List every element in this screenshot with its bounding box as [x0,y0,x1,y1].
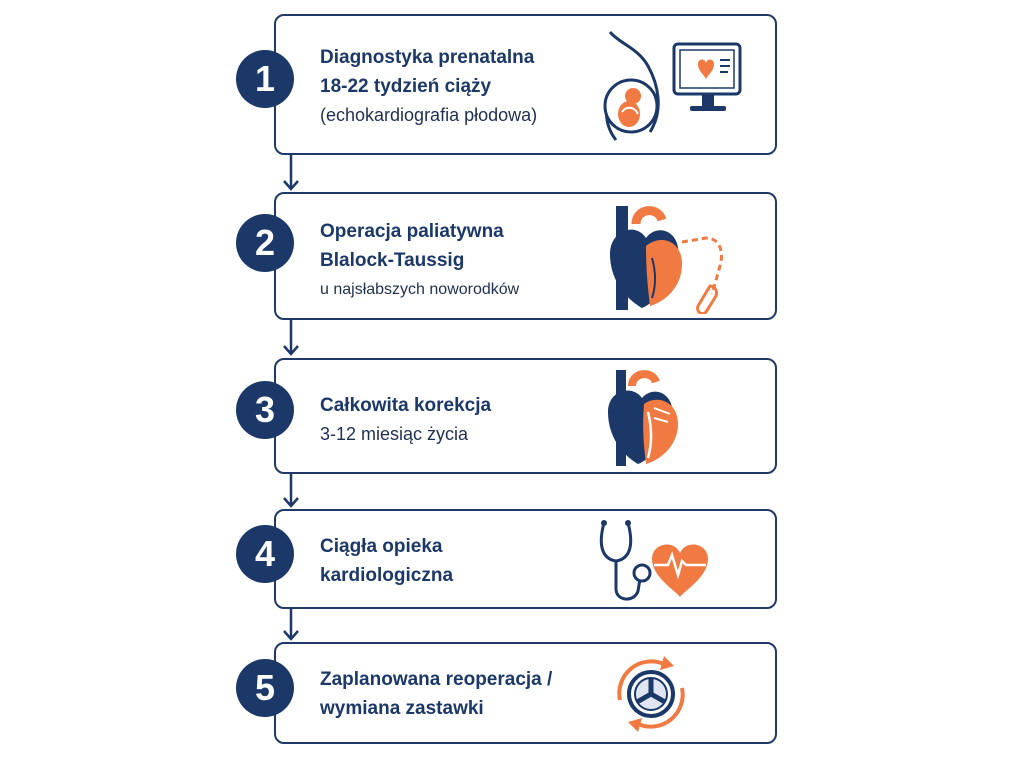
step-number-badge-3: 3 [236,381,294,439]
step-subtitle: (echokardiografia płodowa) [320,105,538,125]
step-text-4: Ciągła opieka kardiologiczna [320,532,453,590]
step-title-line: wymiana zastawki [320,698,484,719]
arrow-down-icon [283,155,299,191]
step-number-badge-1: 1 [236,50,294,108]
step-title-line: Blalock-Taussig [320,250,465,271]
step-title-line: Całkowita korekcja [320,395,492,416]
step-card-2: Operacja paliatywna Blalock-Taussig u na… [274,192,777,320]
step-number-badge-4: 4 [236,525,294,583]
heart-icon [608,370,678,466]
valve-replacement-icon [617,656,685,732]
step-text-1: Diagnostyka prenatalna 18-22 tydzień cią… [320,43,537,130]
step-text-5: Zaplanowana reoperacja / wymiana zastawk… [320,665,552,723]
heart-shunt-icon [610,206,723,314]
step-card-4: Ciągła opieka kardiologiczna [274,509,777,609]
step-title-line: 18-22 tydzień ciąży [320,76,492,97]
step-subtitle: 3-12 miesiąc życia [320,424,469,444]
step-title-line: Diagnostyka prenatalna [320,47,535,68]
step-card-3: Całkowita korekcja 3-12 miesiąc życia [274,358,777,474]
step-title-line: Ciągła opieka [320,536,443,557]
step-title-line: kardiologiczna [320,565,454,586]
step-title-line: Operacja paliatywna [320,221,504,242]
arrow-down-icon [283,320,299,356]
pregnancy-ultrasound-monitor-icon [603,30,742,141]
arrow-down-icon [283,609,299,641]
stethoscope-heart-icon [599,520,708,601]
step-title-line: Zaplanowana reoperacja / [320,669,553,690]
step-number-badge-5: 5 [236,659,294,717]
step-card-5: Zaplanowana reoperacja / wymiana zastawk… [274,642,777,744]
arrow-down-icon [283,474,299,508]
step-number-badge-2: 2 [236,214,294,272]
step-subtitle: u najsłabszych noworodków [320,281,520,298]
step-card-1: Diagnostyka prenatalna 18-22 tydzień cią… [274,14,777,155]
step-text-2: Operacja paliatywna Blalock-Taussig u na… [320,217,519,303]
step-text-3: Całkowita korekcja 3-12 miesiąc życia [320,391,491,449]
